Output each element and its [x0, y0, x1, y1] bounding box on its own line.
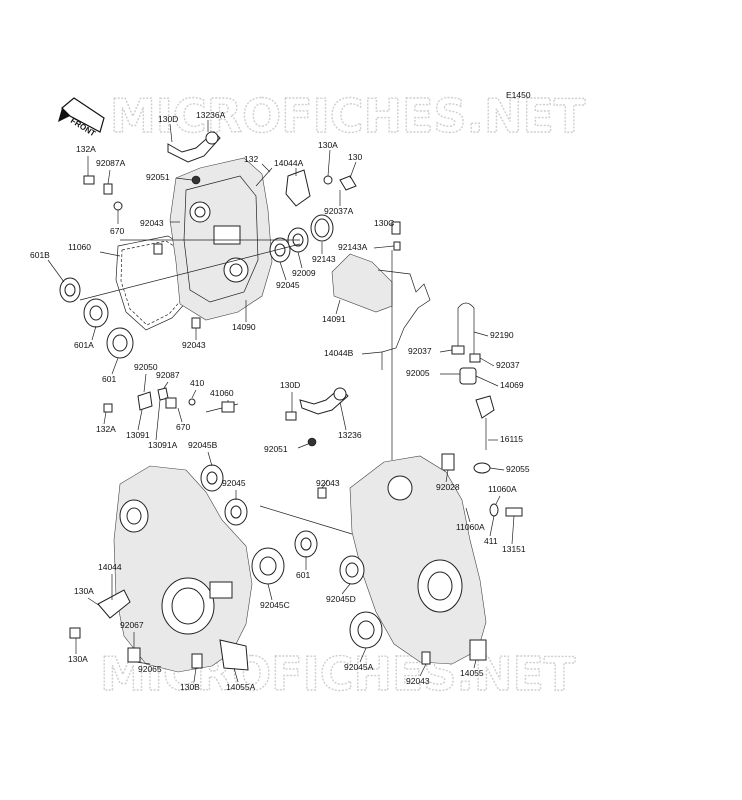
label-11060A-b: 11060A [456, 522, 485, 532]
label-14044: 14044 [98, 562, 122, 572]
label-92037A: 92037A [324, 206, 354, 216]
label-130A-b: 130A [74, 586, 94, 596]
label-92043-d: 92043 [406, 676, 430, 686]
watermark-top: MICROFICHES.NET [110, 89, 586, 143]
label-92045: 92045 [276, 280, 300, 290]
label-411: 411 [484, 536, 498, 546]
label-92005: 92005 [406, 368, 430, 378]
label-14044B: 14044B [324, 348, 354, 358]
label-130A: 130A [318, 140, 338, 150]
label-14055: 14055 [460, 668, 484, 678]
label-13151: 13151 [502, 544, 526, 554]
label-130D: 130D [158, 114, 178, 124]
label-130B: 130B [180, 682, 200, 692]
label-601A: 601A [74, 340, 94, 350]
part-labels: 130D 13236A 132A 92087A 92051 132 14044A… [30, 110, 530, 692]
label-130A-c: 130A [68, 654, 88, 664]
label-92043: 92043 [140, 218, 164, 228]
label-92045A: 92045A [344, 662, 374, 672]
leader-lines [47, 120, 515, 683]
upper-cover-assembly [59, 131, 357, 359]
label-92050: 92050 [134, 362, 158, 372]
label-410: 410 [190, 378, 204, 388]
label-92043b: 92043 [182, 340, 206, 350]
label-132A: 132A [76, 144, 96, 154]
label-41060: 41060 [210, 388, 234, 398]
label-13236A: 13236A [196, 110, 226, 120]
label-92009: 92009 [292, 268, 316, 278]
label-130: 130 [348, 152, 362, 162]
label-92067: 92067 [120, 620, 144, 630]
diagram-code: E1450 [506, 90, 531, 100]
label-92065: 92065 [138, 664, 162, 674]
label-13091A: 13091A [148, 440, 178, 450]
label-92037: 92037 [408, 346, 432, 356]
label-92028: 92028 [436, 482, 460, 492]
label-14069: 14069 [500, 380, 524, 390]
label-601: 601 [102, 374, 116, 384]
label-13236: 13236 [338, 430, 362, 440]
label-11060: 11060 [68, 242, 91, 252]
label-130D-b: 130D [280, 380, 300, 390]
label-132A-b: 132A [96, 424, 116, 434]
label-601B: 601B [30, 250, 50, 260]
label-132: 132 [244, 154, 258, 164]
label-92143: 92143 [312, 254, 336, 264]
label-601-b: 601 [296, 570, 310, 580]
label-92051-b: 92051 [264, 444, 288, 454]
label-92045D: 92045D [326, 594, 356, 604]
label-670: 670 [110, 226, 124, 236]
front-arrow-icon: FRONT [58, 97, 105, 138]
label-670-b: 670 [176, 422, 190, 432]
label-92087: 92087 [156, 370, 180, 380]
label-13091: 13091 [126, 430, 150, 440]
lower-right-crankcase [339, 455, 487, 665]
label-92043-c: 92043 [316, 478, 340, 488]
label-92190: 92190 [490, 330, 514, 340]
label-92143A: 92143A [338, 242, 368, 252]
label-92045-b: 92045 [222, 478, 246, 488]
label-130C: 130C [374, 218, 394, 228]
label-92087A: 92087A [96, 158, 126, 168]
lower-left-crankcase [69, 464, 318, 673]
label-11060A: 11060A [488, 484, 517, 494]
label-16115: 16115 [500, 434, 523, 444]
label-14044A: 14044A [274, 158, 304, 168]
label-14090: 14090 [232, 322, 256, 332]
label-92045B: 92045B [188, 440, 218, 450]
label-92037b: 92037 [496, 360, 520, 370]
label-92045C: 92045C [260, 600, 290, 610]
label-92055: 92055 [506, 464, 530, 474]
label-14091: 14091 [322, 314, 346, 324]
label-14055A: 14055A [226, 682, 256, 692]
label-92051: 92051 [146, 172, 170, 182]
